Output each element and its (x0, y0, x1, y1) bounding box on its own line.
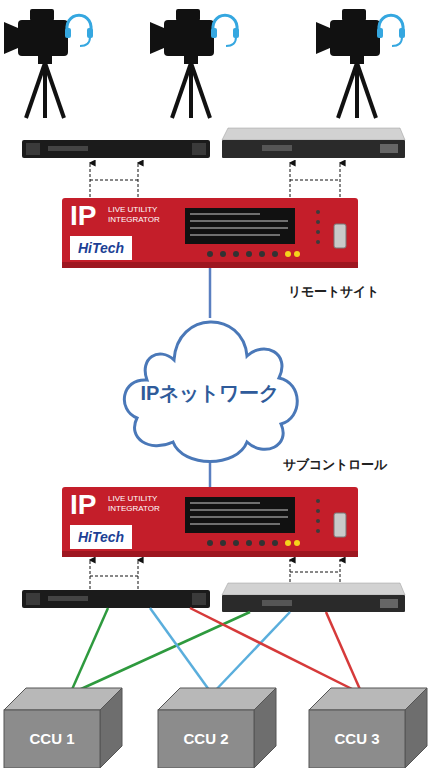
text-slot: LIVE UTILITY INTEGRATOR (108, 205, 178, 225)
network-label: IPネットワーク (141, 380, 280, 407)
product-logo: IP (70, 489, 96, 521)
camera-icon (316, 9, 405, 118)
brand-logo: HiTech (70, 525, 132, 549)
ccu-shape (309, 688, 427, 768)
text-slot: HiTech (70, 236, 132, 260)
ip-unit-body (62, 198, 358, 268)
text-slot: LIVE UTILITY INTEGRATOR (108, 494, 178, 514)
cloud-shape (124, 322, 297, 462)
ccu-box: CCU 2 (158, 688, 276, 768)
camera-icon (150, 9, 239, 118)
ccu-shape (158, 688, 276, 768)
rack-device (22, 140, 210, 158)
product-name: LIVE UTILITY INTEGRATOR (108, 494, 178, 514)
ip-unit: IP LIVE UTILITY INTEGRATOR HiTech (62, 198, 358, 268)
ccu-shape (4, 688, 122, 768)
signal-arrows (90, 163, 340, 197)
text-slot: IP (70, 489, 96, 521)
network-link (209, 463, 212, 487)
product-name: LIVE UTILITY INTEGRATOR (108, 205, 178, 225)
ccu-label: CCU 2 (158, 710, 254, 768)
ip-unit: IP LIVE UTILITY INTEGRATOR HiTech (62, 487, 358, 557)
ip-unit-body (62, 487, 358, 557)
site-label: サブコントロール (283, 456, 387, 474)
rack-device (222, 128, 405, 158)
product-logo: IP (70, 200, 96, 232)
ccu-box: CCU 1 (4, 688, 122, 768)
ccu-label: CCU 1 (4, 710, 100, 768)
network-cloud: IPネットワーク (119, 318, 301, 463)
video-cables (70, 608, 362, 694)
brand-logo: HiTech (70, 236, 132, 260)
cameras (4, 9, 405, 118)
camera-icon (4, 9, 93, 118)
ccu-label: CCU 3 (309, 710, 405, 768)
ccu-box: CCU 3 (309, 688, 427, 768)
rack-device (22, 590, 210, 608)
text-slot: IP (70, 200, 96, 232)
text-slot: HiTech (70, 525, 132, 549)
rack-device (222, 583, 405, 612)
network-link (209, 268, 212, 318)
site-label: リモートサイト (288, 283, 379, 301)
